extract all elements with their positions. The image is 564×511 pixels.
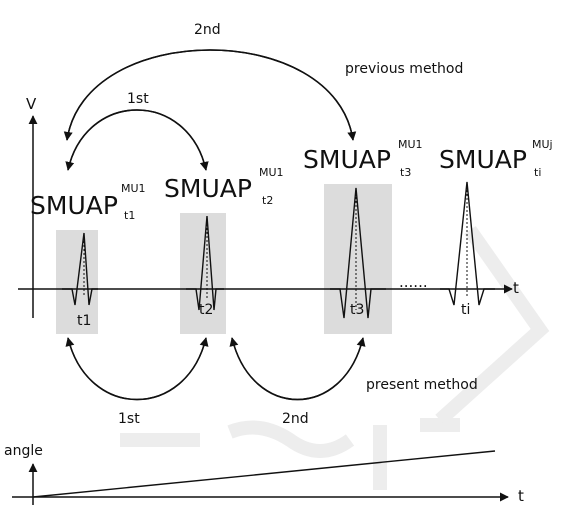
highlight-box-t1 [56,230,98,334]
smuap-unit: MU1 [121,182,146,195]
spike-waveform-t1 [62,232,98,306]
spike-time-t2: t2 [199,302,213,318]
smuap-name: SMUAP [164,174,252,203]
present-method-label: present method [366,377,478,393]
smuap-time: t2 [262,194,273,207]
present-method-arc-2nd-start [229,337,364,401]
spike-waveform-ti [440,181,495,306]
spike-waveform-t2 [186,215,224,311]
present-method-arc-1st [67,337,209,401]
angle-axis-label: angle [4,443,43,459]
smuap-time: ti [534,166,541,179]
smuap-time: t3 [400,166,411,179]
previous-method-arc-1st [67,109,209,171]
smuap-label-t1: SMUAP MU1 t1 [30,177,151,222]
smuap-name: SMUAP [30,191,118,220]
smuap-label-t2: SMUAP MU1 t2 [164,161,289,207]
present-method-arc-1st-start [65,337,207,401]
smuap-name: SMUAP [303,145,391,174]
ellipsis-dots: ...... [399,273,428,291]
voltage-axis-label: V [26,95,37,113]
background-watermark [120,225,550,490]
present-method-arc-2nd [231,337,366,401]
smuap-label-t3: SMUAP MU1 t3 [303,133,428,179]
spike-time-ti: ti [461,302,470,318]
present-method-2nd-label: 2nd [282,411,309,427]
previous-method-arc-2nd [66,49,357,141]
spike-time-t1: t1 [77,313,91,329]
smuap-unit: MU1 [398,138,423,151]
spike-waveform-t3 [330,187,386,319]
previous-method-1st-label: 1st [127,91,149,107]
spike-time-t3: t3 [350,302,364,318]
angle-time-axis-label: t [518,487,524,505]
smuap-time: t1 [124,209,135,222]
angle-trend-line [32,450,496,498]
previous-method-arc-1st-start [65,109,207,171]
previous-method-arc-2nd-start [63,49,354,141]
smuap-unit: MU1 [259,166,284,179]
present-method-1st-label: 1st [118,411,140,427]
highlight-box-t2 [180,213,226,334]
smuap-label-ti: SMUAP MUj ti [439,133,558,179]
previous-method-2nd-label: 2nd [194,22,221,38]
time-axis-label: t [513,279,519,297]
smuap-name: SMUAP [439,145,527,174]
previous-method-label: previous method [345,61,463,77]
smuap-unit: MUj [532,138,553,151]
